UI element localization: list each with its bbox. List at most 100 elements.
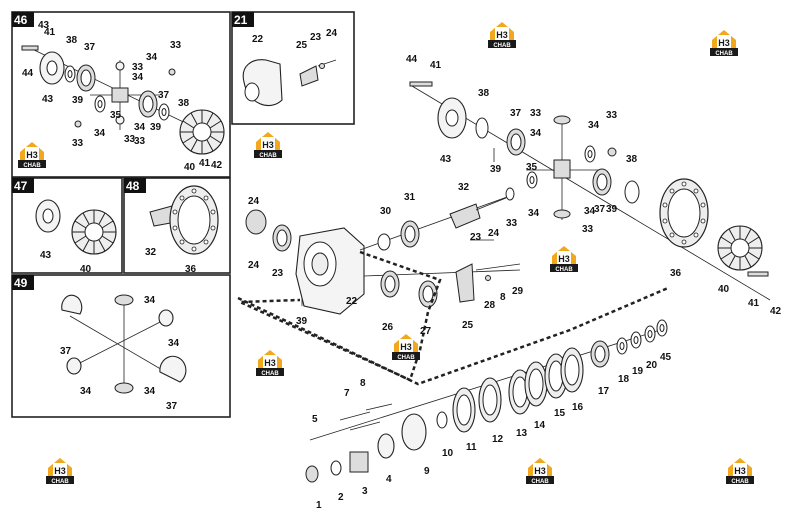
h3-chab-logo <box>710 30 738 57</box>
part-callout-label: 24 <box>248 260 260 271</box>
part-callout-label: 33 <box>72 138 84 149</box>
h3-chab-logo <box>488 22 516 49</box>
part-callout-label: 25 <box>462 320 474 331</box>
h3-chab-logo <box>726 458 754 485</box>
part-callout-label: 11 <box>466 442 477 453</box>
part-callout-label: 34 <box>146 52 158 63</box>
panel-47: 47 43 40 <box>11 177 123 275</box>
part-callout-label: 23 <box>272 268 284 279</box>
panel-46-drawing <box>21 45 225 155</box>
part-callout-label: 40 <box>184 162 196 173</box>
part-callout-label: 37 <box>84 42 96 53</box>
part-callout-label: 35 <box>110 110 122 121</box>
part-callout-label: 23 <box>470 232 482 243</box>
part-callout-label: 39 <box>72 95 84 106</box>
part-callout-label: 39 <box>490 164 502 175</box>
part-callout-label: 41 <box>44 27 56 38</box>
part-callout-label: 33 <box>582 224 594 235</box>
part-callout-label: 33 <box>506 218 518 229</box>
panel-46-number: 46 <box>14 13 28 27</box>
h3-chab-logo <box>256 350 284 377</box>
part-callout-label: 34 <box>588 120 600 131</box>
part-callout-label: 22 <box>346 296 358 307</box>
part-callout-label: 15 <box>554 408 566 419</box>
part-callout-label: 34 <box>144 386 156 397</box>
part-callout-label: 37 <box>158 90 170 101</box>
part-callout-label: 35 <box>526 162 538 173</box>
panel-48: 48 32 36 <box>123 177 231 275</box>
part-callout-label: 31 <box>404 192 416 203</box>
main-upper-assembly: 44 41 38 37 33 33 34 34 43 39 35 38 34 3… <box>406 54 782 317</box>
part-callout-label: 38 <box>626 154 638 165</box>
panel-46: 46 43 41 38 37 34 33 44 33 34 43 3 <box>11 11 231 178</box>
part-callout-label: 34 <box>94 128 106 139</box>
part-callout-label: 39 <box>296 316 308 327</box>
main-carrier-assembly: 32 31 30 24 23 24 24 23 22 26 27 25 28 8… <box>239 182 524 382</box>
part-callout-label: 7 <box>344 388 350 399</box>
part-callout-label: 17 <box>598 386 610 397</box>
part-callout-label: 14 <box>534 420 546 431</box>
part-callout-label: 34 <box>132 72 144 83</box>
part-callout-label: 9 <box>424 466 430 477</box>
part-callout-label: 10 <box>442 448 454 459</box>
part-callout-label: 34 <box>134 122 146 133</box>
panel-49: 49 34 37 34 34 34 37 <box>11 274 231 418</box>
part-callout-label: 22 <box>252 34 264 45</box>
part-callout-label: 34 <box>80 386 92 397</box>
part-callout-label: 41 <box>430 60 442 71</box>
part-callout-label: 37 <box>166 401 178 412</box>
h3-chab-logo <box>18 142 46 169</box>
part-callout-label: 43 <box>440 154 452 165</box>
part-callout-label: 43 <box>40 250 52 261</box>
part-callout-label: 3 <box>362 486 368 497</box>
part-callout-label: 25 <box>296 40 308 51</box>
part-callout-label: 38 <box>66 35 78 46</box>
h3-chab-logo <box>392 334 420 361</box>
part-callout-label: 30 <box>380 206 392 217</box>
part-callout-label: 13 <box>516 428 528 439</box>
part-callout-label: 34 <box>584 206 596 217</box>
main-lower-assembly: 5 7 8 1 2 3 4 9 10 11 12 13 14 15 16 17 … <box>237 286 672 511</box>
part-callout-label: 34 <box>528 208 540 219</box>
panel-47-number: 47 <box>14 179 28 193</box>
part-callout-label: 2 <box>338 492 344 503</box>
part-callout-label: 26 <box>382 322 394 333</box>
panel-49-number: 49 <box>14 276 28 290</box>
h3-chab-logo <box>550 246 578 273</box>
part-callout-label: 4 <box>386 474 392 485</box>
part-callout-label: 33 <box>170 40 182 51</box>
part-callout-label: 33 <box>124 134 136 145</box>
part-callout-label: 38 <box>478 88 490 99</box>
part-callout-label: 42 <box>770 306 782 317</box>
panel-21: 21 22 25 23 24 <box>231 11 355 125</box>
panel-48-number: 48 <box>126 179 140 193</box>
part-callout-label: 39 <box>606 204 618 215</box>
part-callout-label: 44 <box>22 68 34 79</box>
part-callout-label: 42 <box>211 160 223 171</box>
part-callout-label: 32 <box>145 247 157 258</box>
part-callout-label: 20 <box>646 360 658 371</box>
panel-21-number: 21 <box>234 13 248 27</box>
part-callout-label: 29 <box>512 286 524 297</box>
part-callout-label: 18 <box>618 374 630 385</box>
part-callout-label: 37 <box>510 108 522 119</box>
h3-chab-logo <box>254 132 282 159</box>
part-callout-label: 34 <box>168 338 180 349</box>
part-callout-label: 34 <box>530 128 542 139</box>
part-callout-label: 43 <box>42 94 54 105</box>
part-callout-label: 8 <box>360 378 366 389</box>
part-callout-label: 19 <box>632 366 644 377</box>
part-callout-label: 28 <box>484 300 496 311</box>
part-callout-label: 23 <box>310 32 322 43</box>
part-callout-label: 33 <box>132 62 144 73</box>
part-callout-label: 24 <box>326 28 338 39</box>
part-callout-label: 34 <box>144 295 156 306</box>
part-callout-label: 5 <box>312 414 318 425</box>
part-callout-label: 36 <box>670 268 682 279</box>
part-callout-label: 33 <box>606 110 618 121</box>
part-callout-label: 37 <box>60 346 72 357</box>
part-callout-label: 41 <box>748 298 760 309</box>
part-callout-label: 45 <box>660 352 672 363</box>
part-callout-label: 41 <box>199 158 211 169</box>
